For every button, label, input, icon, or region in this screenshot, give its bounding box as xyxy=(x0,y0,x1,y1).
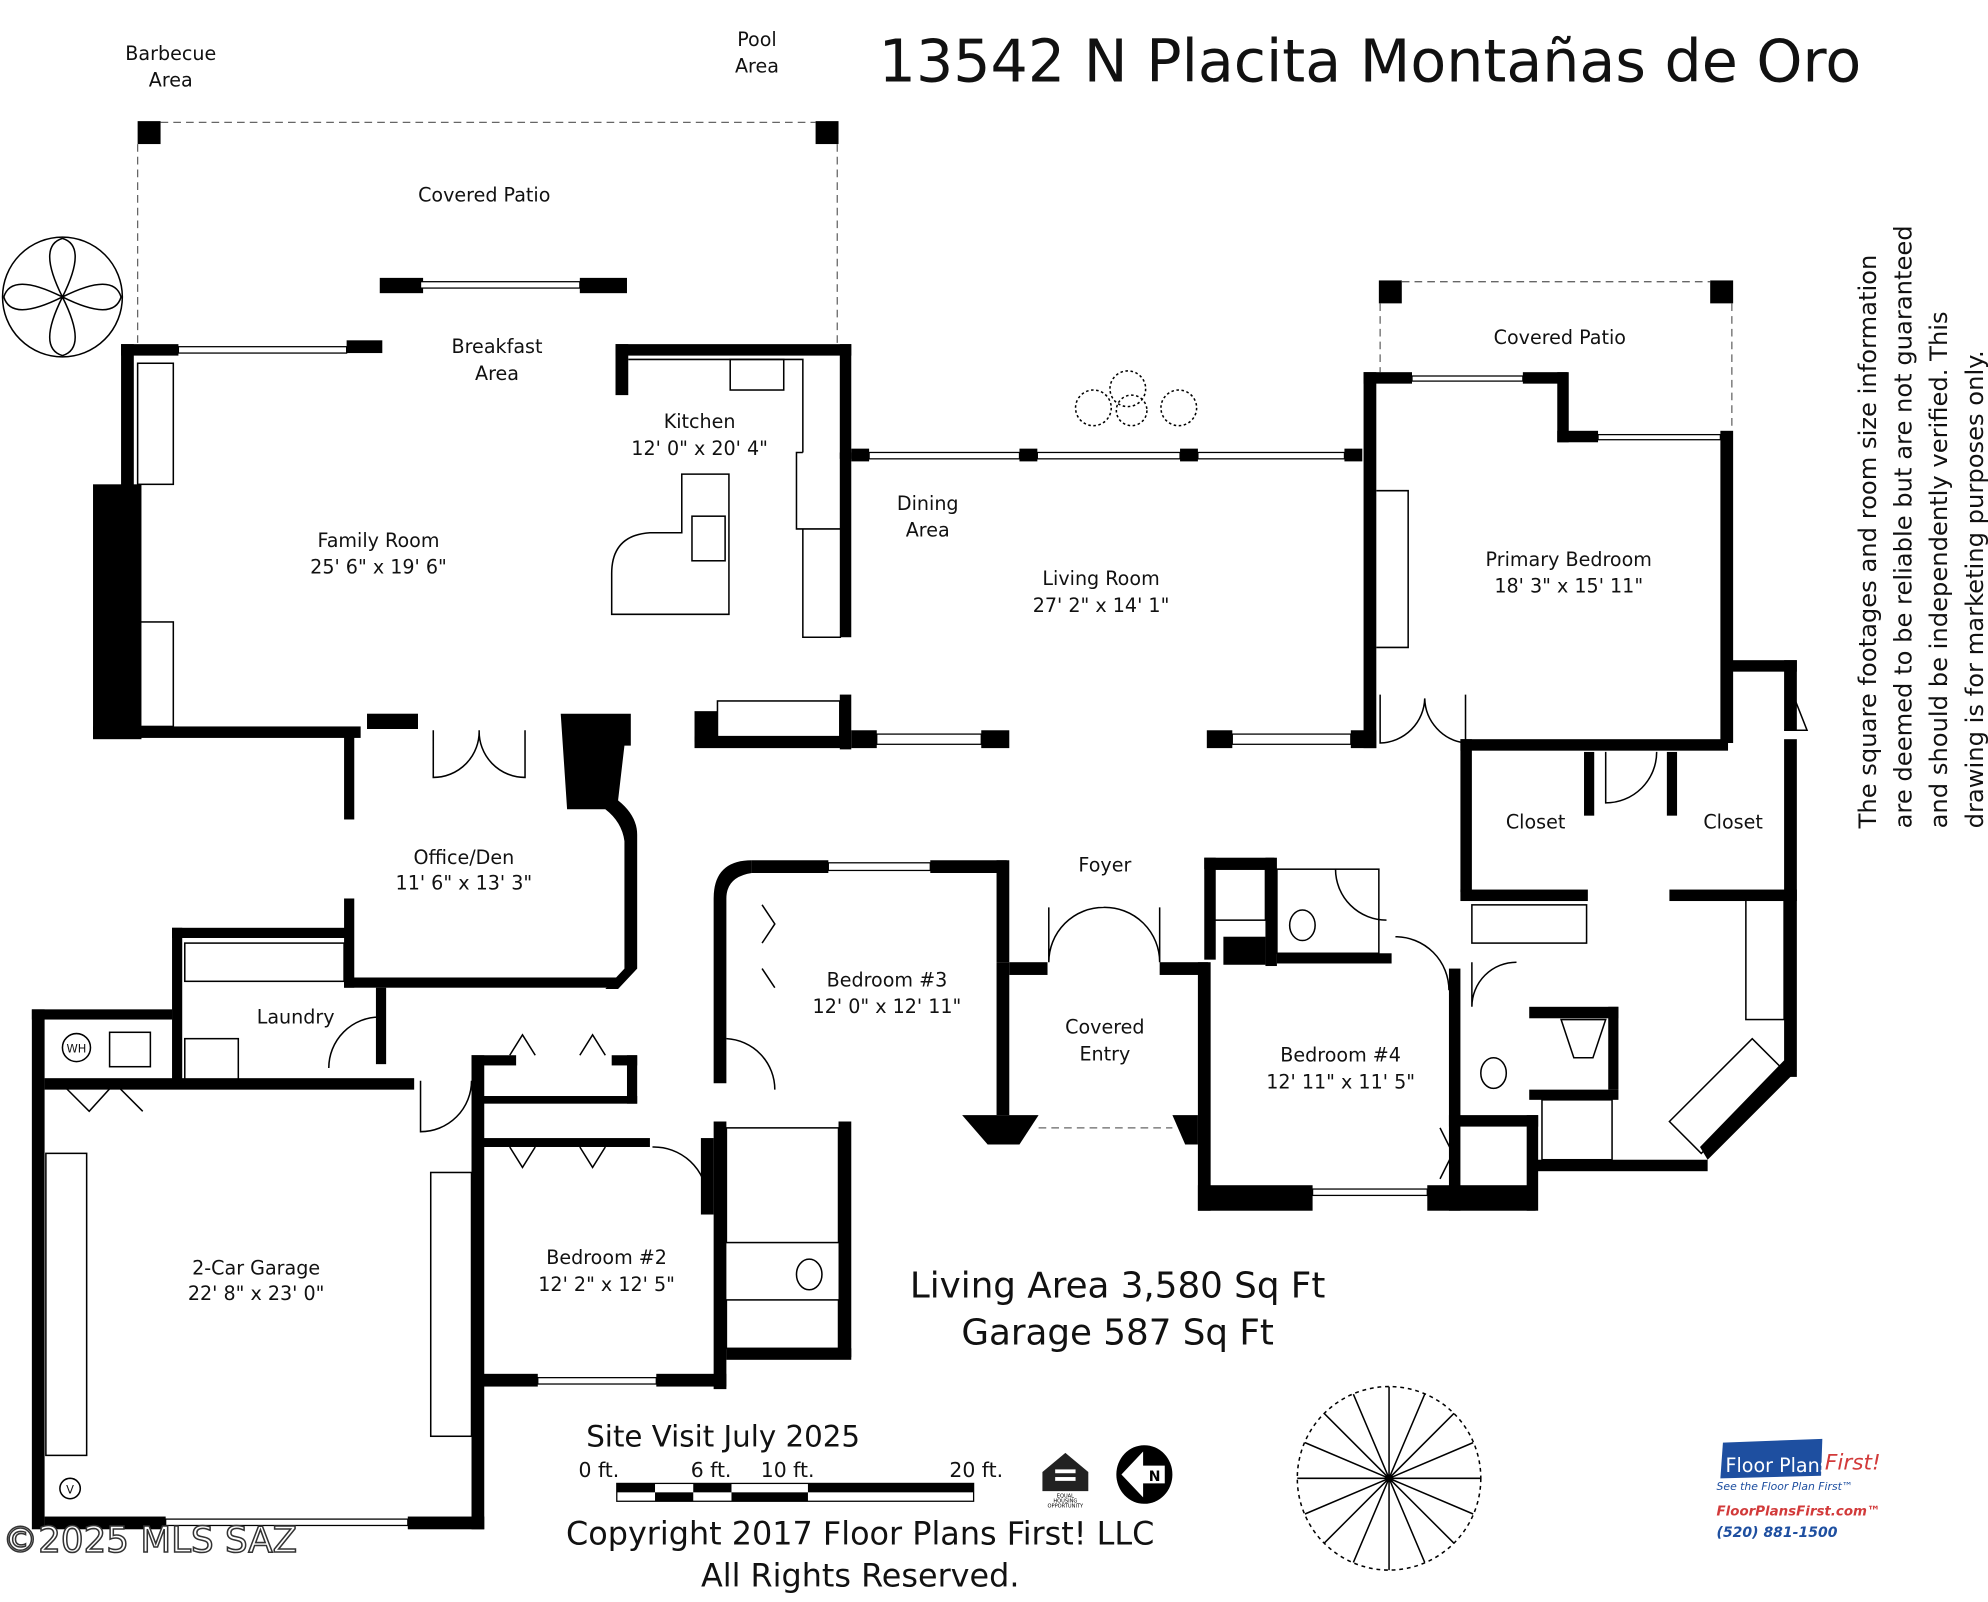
north-arrow-icon: N xyxy=(1116,1445,1173,1504)
svg-text:25' 6" x 19' 6": 25' 6" x 19' 6" xyxy=(310,556,447,579)
walls xyxy=(31,277,1797,1530)
garage-label: 2-Car Garage xyxy=(192,1256,320,1279)
valve-label: V xyxy=(66,1483,74,1497)
svg-text:6 ft.: 6 ft. xyxy=(691,1458,732,1482)
fixtures xyxy=(45,358,1809,1500)
svg-text:FloorPlansFirst.com™: FloorPlansFirst.com™ xyxy=(1717,1504,1881,1519)
svg-text:10 ft.: 10 ft. xyxy=(761,1458,815,1482)
svg-text:0 ft.: 0 ft. xyxy=(579,1458,620,1482)
primary-bedroom-label: Primary Bedroom xyxy=(1486,548,1652,571)
living-area-text: Living Area 3,580 Sq Ft xyxy=(910,1265,1325,1306)
covered-entry-label: Covered xyxy=(1065,1016,1144,1039)
svg-text:First!: First! xyxy=(1825,1450,1881,1475)
office-label: Office/Den xyxy=(413,846,514,869)
svg-text:11' 6" x 13' 3": 11' 6" x 13' 3" xyxy=(396,872,533,895)
site-visit-text: Site Visit July 2025 xyxy=(586,1419,860,1453)
svg-text:Covered Patio: Covered Patio xyxy=(418,183,550,206)
pool-label: Pool xyxy=(737,28,777,51)
breakfast-label: Breakfast xyxy=(452,335,543,358)
svg-text:OPPORTUNITY: OPPORTUNITY xyxy=(1048,1504,1084,1510)
covered-patio-left: Covered Patio xyxy=(136,121,839,345)
svg-text:HOUSING: HOUSING xyxy=(1053,1499,1077,1505)
barbecue-label: Barbecue xyxy=(125,42,216,65)
svg-text:The square footages and room s: The square footages and room size inform… xyxy=(1854,255,1882,830)
scale-bar: 0 ft. 6 ft. 10 ft. 20 ft. xyxy=(579,1458,1003,1502)
floor-plans-first-logo: Floor Plans First! See the Floor Plan Fi… xyxy=(1717,1438,1881,1541)
water-heater-label: WH xyxy=(66,1042,86,1056)
closet-label: Closet xyxy=(1703,810,1763,833)
svg-text:22' 8" x 23' 0": 22' 8" x 23' 0" xyxy=(188,1282,325,1305)
family-room-label: Family Room xyxy=(317,529,439,552)
page-title: 13542 N Placita Montañas de Oro xyxy=(879,28,1862,96)
svg-text:20 ft.: 20 ft. xyxy=(949,1458,1003,1482)
shrub-icon xyxy=(1074,370,1198,427)
svg-text:27' 2" x 14' 1": 27' 2" x 14' 1" xyxy=(1033,594,1170,617)
svg-text:N: N xyxy=(1149,1469,1161,1485)
svg-text:Area: Area xyxy=(906,519,950,542)
dining-label: Dining xyxy=(897,492,959,515)
kitchen-label: Kitchen xyxy=(664,410,736,433)
svg-text:Floor Plans: Floor Plans xyxy=(1725,1454,1829,1477)
svg-text:Covered Patio: Covered Patio xyxy=(1494,326,1626,349)
svg-text:Entry: Entry xyxy=(1079,1042,1130,1065)
room-labels: Breakfast Area Kitchen 12' 0" x 20' 4" F… xyxy=(66,335,1763,1497)
svg-text:(520) 881-1500: (520) 881-1500 xyxy=(1717,1525,1838,1541)
bedroom-4-label: Bedroom #4 xyxy=(1280,1044,1401,1067)
equal-housing-icon: EQUAL HOUSING OPPORTUNITY xyxy=(1042,1452,1089,1510)
windows xyxy=(165,281,1722,1527)
svg-text:12' 2" x 12' 5": 12' 2" x 12' 5" xyxy=(538,1273,675,1296)
copyright-text: Copyright 2017 Floor Plans First! LLC xyxy=(566,1515,1154,1553)
bedroom-2-label: Bedroom #2 xyxy=(546,1246,667,1269)
svg-text:See the Floor Plan First™: See the Floor Plan First™ xyxy=(1717,1480,1853,1493)
copyright-text-2: All Rights Reserved. xyxy=(701,1557,1019,1595)
barbecue-label-2: Area xyxy=(149,69,193,92)
svg-text:12' 11" x 11' 5": 12' 11" x 11' 5" xyxy=(1266,1070,1415,1093)
laundry-label: Laundry xyxy=(257,1005,335,1028)
svg-text:are deemed to be reliable but: are deemed to be reliable but are not gu… xyxy=(1890,225,1918,828)
svg-text:and should be independently ve: and should be independently verified. Th… xyxy=(1925,311,1953,828)
living-room-label: Living Room xyxy=(1042,567,1159,590)
disclaimer: The square footages and room size inform… xyxy=(1854,225,1988,829)
pool-label-2: Area xyxy=(735,55,779,78)
covered-patio-right: Covered Patio xyxy=(1378,280,1734,431)
garage-area-text: Garage 587 Sq Ft xyxy=(961,1313,1274,1354)
bedroom-3-label: Bedroom #3 xyxy=(827,968,948,991)
tree-icon xyxy=(1296,1385,1482,1571)
closet-label: Closet xyxy=(1506,810,1566,833)
svg-text:Area: Area xyxy=(475,362,519,385)
svg-text:18' 3" x 15' 11": 18' 3" x 15' 11" xyxy=(1494,575,1643,598)
foyer-label: Foyer xyxy=(1078,854,1131,877)
tree-icon xyxy=(1,236,124,358)
svg-text:EQUAL: EQUAL xyxy=(1057,1493,1074,1499)
svg-text:12' 0" x 12' 11": 12' 0" x 12' 11" xyxy=(813,995,962,1018)
svg-text:drawing is for marketing purpo: drawing is for marketing purposes only. xyxy=(1961,350,1988,828)
svg-text:12' 0" x 20' 4": 12' 0" x 20' 4" xyxy=(631,437,768,460)
mls-watermark: ©2025 MLS SAZ xyxy=(3,1520,298,1561)
